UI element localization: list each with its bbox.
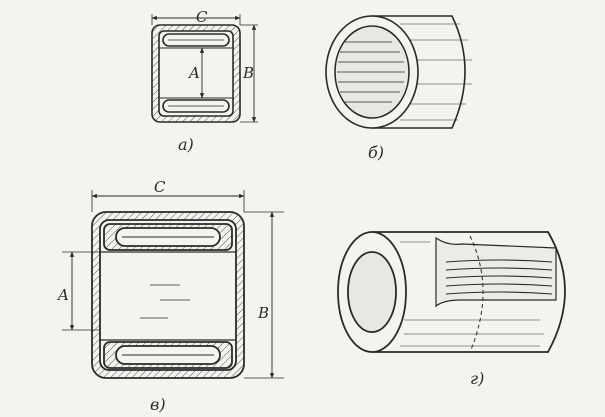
panel-a-dim-b: B [242, 64, 254, 82]
panel-v-dim-b: B [257, 304, 269, 322]
panel-g-cutaway [337, 231, 566, 353]
panel-b-isometric [325, 15, 472, 129]
panel-v-dim-a: A [56, 286, 69, 304]
panel-v-section [62, 190, 284, 379]
panel-a-section [151, 14, 258, 123]
panel-a-dim-c: C [196, 8, 208, 26]
panel-b-caption: б) [368, 143, 384, 162]
panel-v-dim-c: C [154, 178, 166, 196]
panel-a-caption: а) [178, 135, 194, 154]
panel-v-caption: в) [150, 395, 166, 414]
panel-a-dim-a: A [187, 64, 200, 82]
panel-g-caption: г) [470, 369, 484, 388]
